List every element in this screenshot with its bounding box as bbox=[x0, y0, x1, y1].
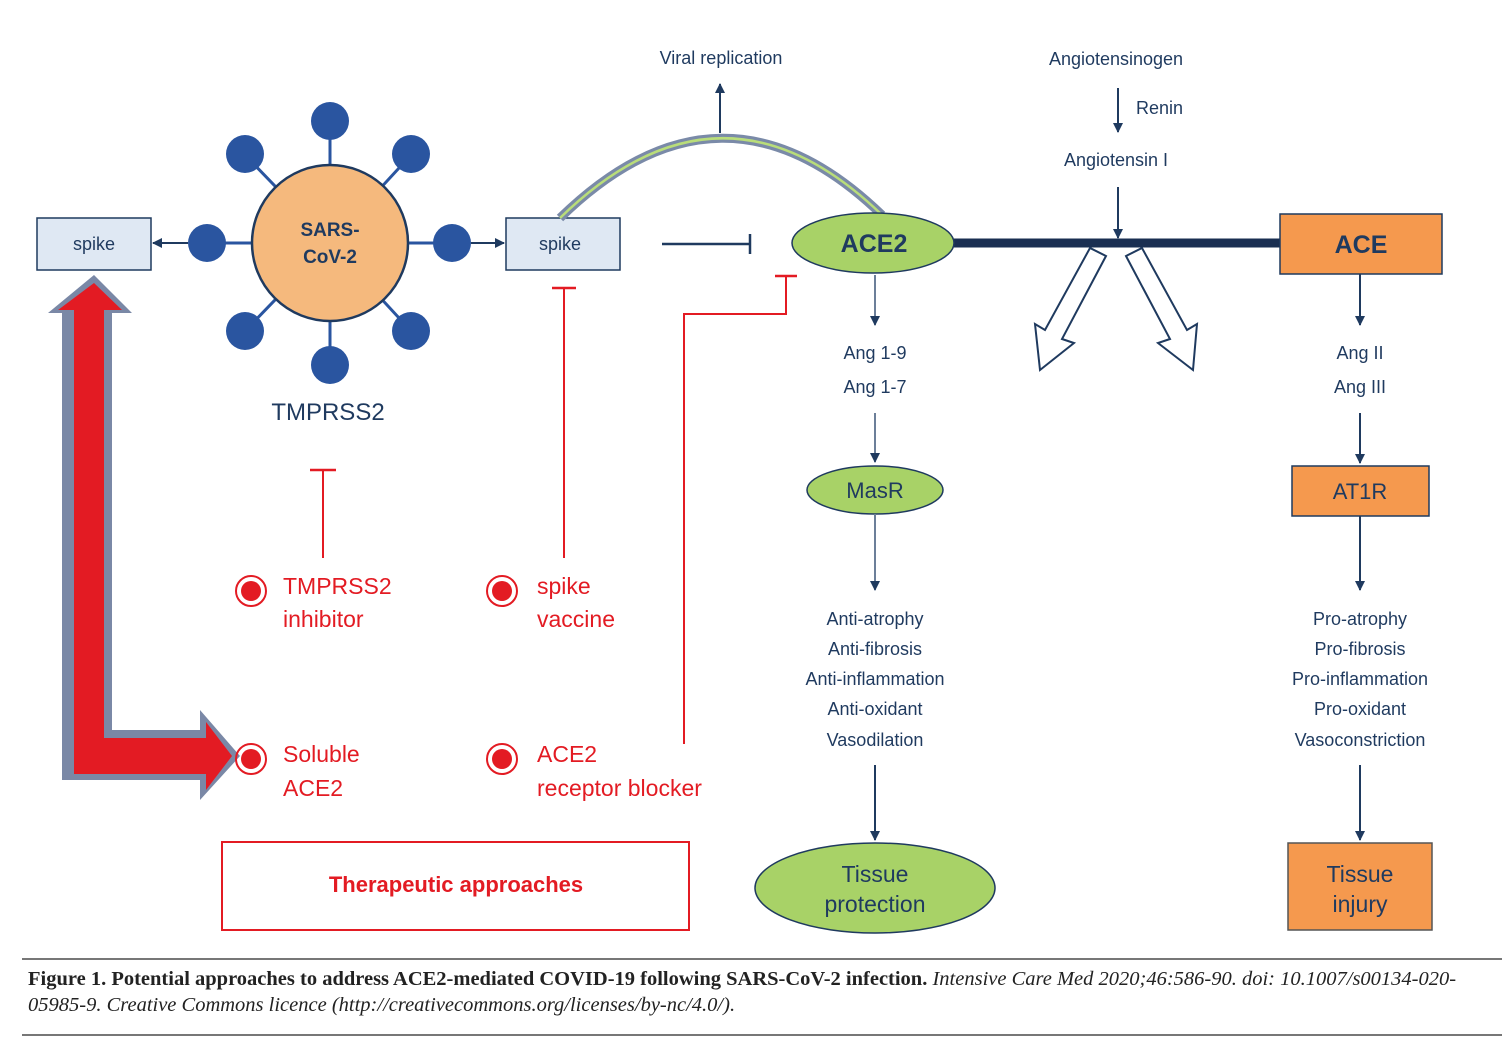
ace2-blocker-inhibition-line bbox=[683, 276, 787, 744]
target-bullet-icon-core bbox=[241, 581, 261, 601]
ace-node bbox=[1279, 213, 1443, 275]
caption-rule-bottom bbox=[22, 1034, 1502, 1036]
spike-protein-icon bbox=[226, 135, 264, 173]
spike-protein-icon bbox=[311, 102, 349, 140]
therapy-item-ace2-receptor-blocker: ACE2 receptor blocker bbox=[486, 741, 702, 801]
target-bullet-icon bbox=[486, 743, 518, 775]
therapy-label-line1: ACE2 bbox=[537, 741, 597, 767]
caption-citation: Intensive Care Med 2020;46:586-90. doi: … bbox=[28, 968, 1457, 1016]
therapy-label-line1: Soluble bbox=[283, 741, 360, 767]
ace2-product-2: Ang 1-7 bbox=[843, 377, 906, 397]
caption-title: Figure 1. Potential approaches to addres… bbox=[28, 968, 928, 990]
ace-product-2: Ang III bbox=[1334, 377, 1386, 397]
renin-label: Renin bbox=[1136, 98, 1183, 118]
spike-protein-icon bbox=[392, 312, 430, 350]
ace2-node-label: ACE2 bbox=[841, 230, 908, 258]
ace-effect: Vasoconstriction bbox=[1295, 730, 1426, 750]
spike-protein-icon bbox=[311, 346, 349, 384]
ace2-node bbox=[791, 212, 955, 274]
therapy-label-line1: TMPRSS2 bbox=[283, 573, 392, 599]
tissue-protection-line1: Tissue bbox=[842, 861, 909, 887]
ace-effect: Pro-oxidant bbox=[1314, 699, 1406, 719]
tmprss2-label: TMPRSS2 bbox=[271, 399, 384, 426]
hollow-arrow-left bbox=[1033, 246, 1108, 372]
therapy-label-line2: inhibitor bbox=[283, 606, 364, 632]
therapeutic-approaches-label: Therapeutic approaches bbox=[329, 872, 583, 897]
caption-rule-top bbox=[22, 958, 1502, 960]
ace2-effect: Anti-oxidant bbox=[827, 699, 922, 719]
tissue-protection-line2: protection bbox=[824, 891, 925, 917]
target-bullet-icon-core bbox=[241, 749, 261, 769]
ace2-effect: Anti-fibrosis bbox=[828, 639, 922, 659]
spike-protein-icon bbox=[226, 312, 264, 350]
target-bullet-icon bbox=[235, 575, 267, 607]
therapy-label-line2: receptor blocker bbox=[537, 775, 702, 801]
hollow-arrow-right bbox=[1124, 246, 1199, 372]
target-bullet-icon bbox=[486, 575, 518, 607]
pathway-diagram: SARS- CoV-2 TMPRSS2 spike spike Viral re… bbox=[36, 48, 1443, 934]
spike-box-left bbox=[36, 217, 152, 271]
ace2-effect: Anti-atrophy bbox=[826, 609, 923, 629]
spike-box-right-label: spike bbox=[539, 234, 581, 254]
spike-box-right bbox=[505, 217, 621, 271]
virus-label-line2: CoV-2 bbox=[303, 247, 357, 268]
spike-protein-icon bbox=[392, 135, 430, 173]
at1r-node-label: AT1R bbox=[1333, 479, 1388, 504]
ace-effect: Pro-inflammation bbox=[1292, 669, 1428, 689]
therapy-label-line2: vaccine bbox=[537, 606, 615, 632]
ace2-effect: Anti-inflammation bbox=[805, 669, 944, 689]
target-bullet-icon-core bbox=[492, 581, 512, 601]
therapy-label-line2: ACE2 bbox=[283, 775, 343, 801]
tissue-injury-line1: Tissue bbox=[1327, 861, 1394, 887]
ace-product-1: Ang II bbox=[1336, 343, 1383, 363]
therapeutic-approaches-box bbox=[221, 841, 690, 931]
viral-replication-label: Viral replication bbox=[660, 48, 783, 68]
virus-label-line1: SARS- bbox=[300, 220, 359, 241]
therapy-label-line1: spike bbox=[537, 573, 591, 599]
figure-caption: Figure 1. Potential approaches to addres… bbox=[28, 966, 1478, 1018]
ace2-effect: Vasodilation bbox=[827, 730, 924, 750]
tissue-protection-node bbox=[754, 842, 996, 934]
ace2-product-1: Ang 1-9 bbox=[843, 343, 906, 363]
soluble-ace2-arrow bbox=[58, 283, 232, 790]
spike-protein-icons bbox=[188, 102, 471, 384]
ace-effect: Pro-fibrosis bbox=[1314, 639, 1405, 659]
virus-body bbox=[250, 163, 410, 323]
target-bullet-icon bbox=[235, 743, 267, 775]
therapy-item-tmprss2-inhibitor: TMPRSS2 inhibitor bbox=[235, 573, 392, 632]
angiotensinogen-label: Angiotensinogen bbox=[1049, 49, 1183, 69]
spike-box-left-label: spike bbox=[73, 234, 115, 254]
target-bullet-icon-core bbox=[492, 749, 512, 769]
ace-effects-list: Pro-atrophy Pro-fibrosis Pro-inflammatio… bbox=[1292, 609, 1428, 750]
therapy-item-soluble-ace2: Soluble ACE2 bbox=[235, 741, 360, 801]
spike-protein-icon bbox=[188, 224, 226, 262]
ace-effect: Pro-atrophy bbox=[1313, 609, 1407, 629]
spike-protein-icon bbox=[433, 224, 471, 262]
angiotensin-i-label: Angiotensin I bbox=[1064, 150, 1168, 170]
therapy-item-spike-vaccine: spike vaccine bbox=[486, 573, 615, 632]
binding-arc-inner bbox=[559, 137, 883, 219]
tissue-injury-node bbox=[1287, 842, 1433, 931]
ace-node-label: ACE bbox=[1335, 231, 1388, 259]
tissue-injury-line2: injury bbox=[1333, 891, 1388, 917]
ace2-effects-list: Anti-atrophy Anti-fibrosis Anti-inflamma… bbox=[805, 609, 944, 750]
masr-node-label: MasR bbox=[846, 478, 903, 503]
at1r-node bbox=[1291, 465, 1430, 517]
